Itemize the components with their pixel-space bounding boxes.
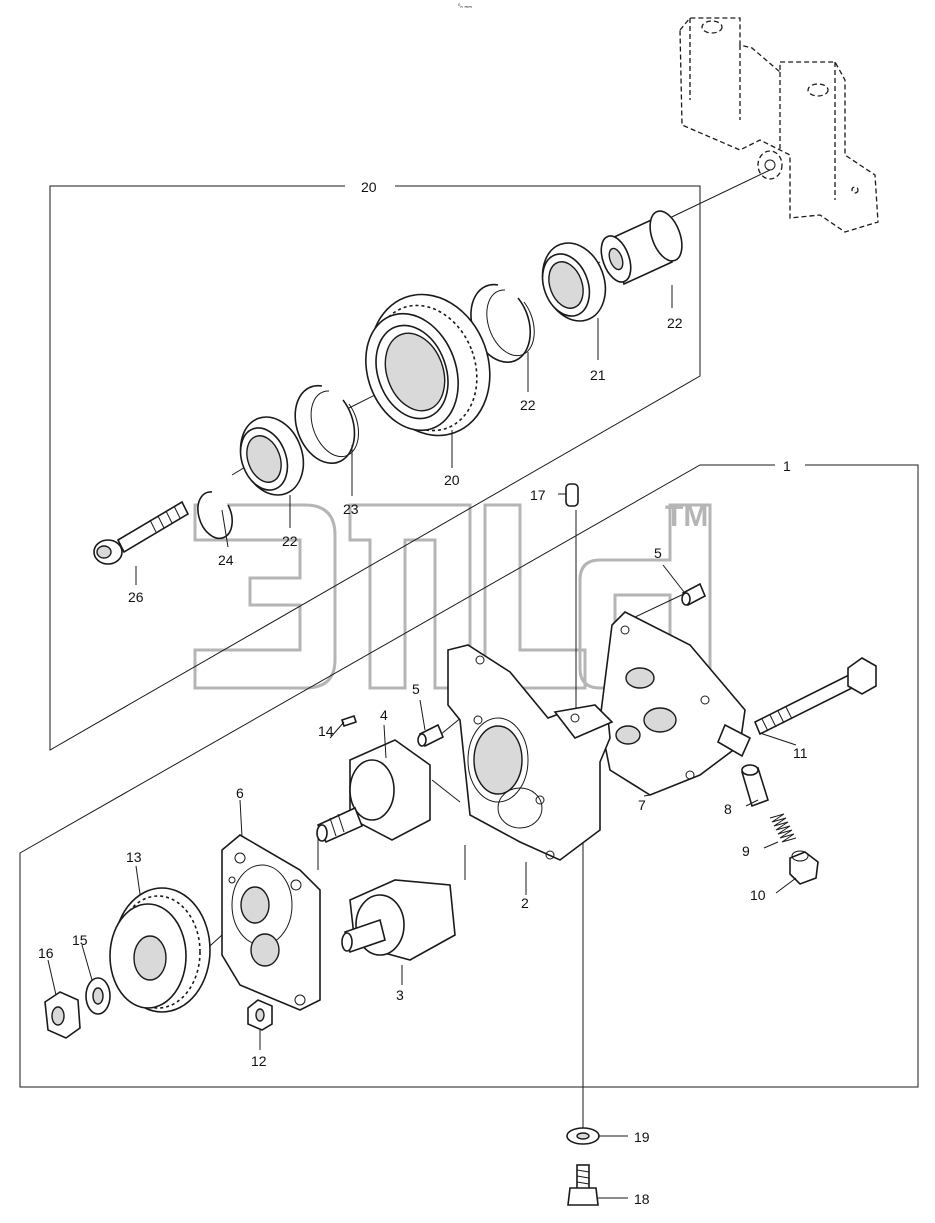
part-8-relief-plunger <box>740 764 769 808</box>
part-5-pin-lower <box>417 723 445 748</box>
part-12-nut <box>247 999 273 1031</box>
label-2: 2 <box>521 895 529 911</box>
label-6: 6 <box>236 785 244 801</box>
label-24: 22 <box>667 315 683 331</box>
engine-bracket <box>679 17 879 233</box>
label-22b: 22 <box>282 533 298 549</box>
label-23a: 22 <box>520 397 536 413</box>
label-3: 3 <box>396 987 404 1003</box>
part-22-bearing-lower <box>239 416 305 496</box>
label-25: 24 <box>218 552 234 568</box>
watermark-trademark: TM <box>665 500 708 533</box>
callout-labels: 20 22 21 22 20 23 22 24 26 1 17 5 5 14 4… <box>38 179 808 1207</box>
part-26-bolt <box>93 500 190 565</box>
label-14: 14 <box>318 723 334 739</box>
part-23-snap-ring-upper <box>470 283 535 363</box>
label-8: 8 <box>724 801 732 817</box>
label-5b: 5 <box>412 681 420 697</box>
label-26: 26 <box>128 589 144 605</box>
label-10: 10 <box>750 887 766 903</box>
leader-lines <box>47 285 797 1199</box>
label-16: 16 <box>38 945 54 961</box>
part-13-spur-gear <box>109 887 211 1013</box>
part-14-woodruff-key <box>340 714 358 728</box>
label-12: 12 <box>251 1053 267 1069</box>
label-20: 20 <box>361 179 377 195</box>
part-17-dowel-pin <box>565 483 579 507</box>
label-5a: 5 <box>654 545 662 561</box>
part-21-helical-gear <box>365 293 491 437</box>
label-11: 11 <box>793 745 808 761</box>
label-15: 15 <box>72 932 88 948</box>
label-9: 9 <box>742 843 750 859</box>
label-13: 13 <box>126 849 142 865</box>
label-21: 20 <box>444 472 460 488</box>
part-9-spring <box>769 813 797 843</box>
part-2-pump-body <box>447 644 614 861</box>
label-18: 18 <box>634 1191 650 1207</box>
label-23b: 23 <box>343 501 359 517</box>
label-22a: 21 <box>590 367 606 383</box>
part-23-snap-ring-lower <box>294 384 359 465</box>
part-5-pin-upper <box>681 582 707 607</box>
assembly-20-frame <box>49 185 701 751</box>
label-4: 4 <box>380 707 388 723</box>
part-18-drain-bolt <box>567 1164 599 1206</box>
assembly-1-frame <box>19 464 919 1088</box>
part-3-driven-gear <box>341 879 456 961</box>
part-25-snap-ring <box>197 491 233 540</box>
part-15-lock-washer <box>85 977 111 1015</box>
part-22-bearing-upper <box>541 242 607 322</box>
label-17: 17 <box>530 487 546 503</box>
part-10-plug <box>789 850 819 885</box>
part-6-end-plate <box>221 834 321 1011</box>
label-1: 1 <box>783 458 791 474</box>
part-16-nut <box>44 991 81 1039</box>
header-mark: ⁰ₙ ₘₘ <box>458 3 472 10</box>
label-19: 19 <box>634 1129 650 1145</box>
label-7: 7 <box>638 797 646 813</box>
part-19-washer <box>566 1127 600 1145</box>
part-24-bushing <box>600 210 683 286</box>
part-7-pump-cover <box>599 611 752 796</box>
part-4-drive-gear <box>316 739 431 844</box>
part-11-bolt <box>753 657 877 736</box>
